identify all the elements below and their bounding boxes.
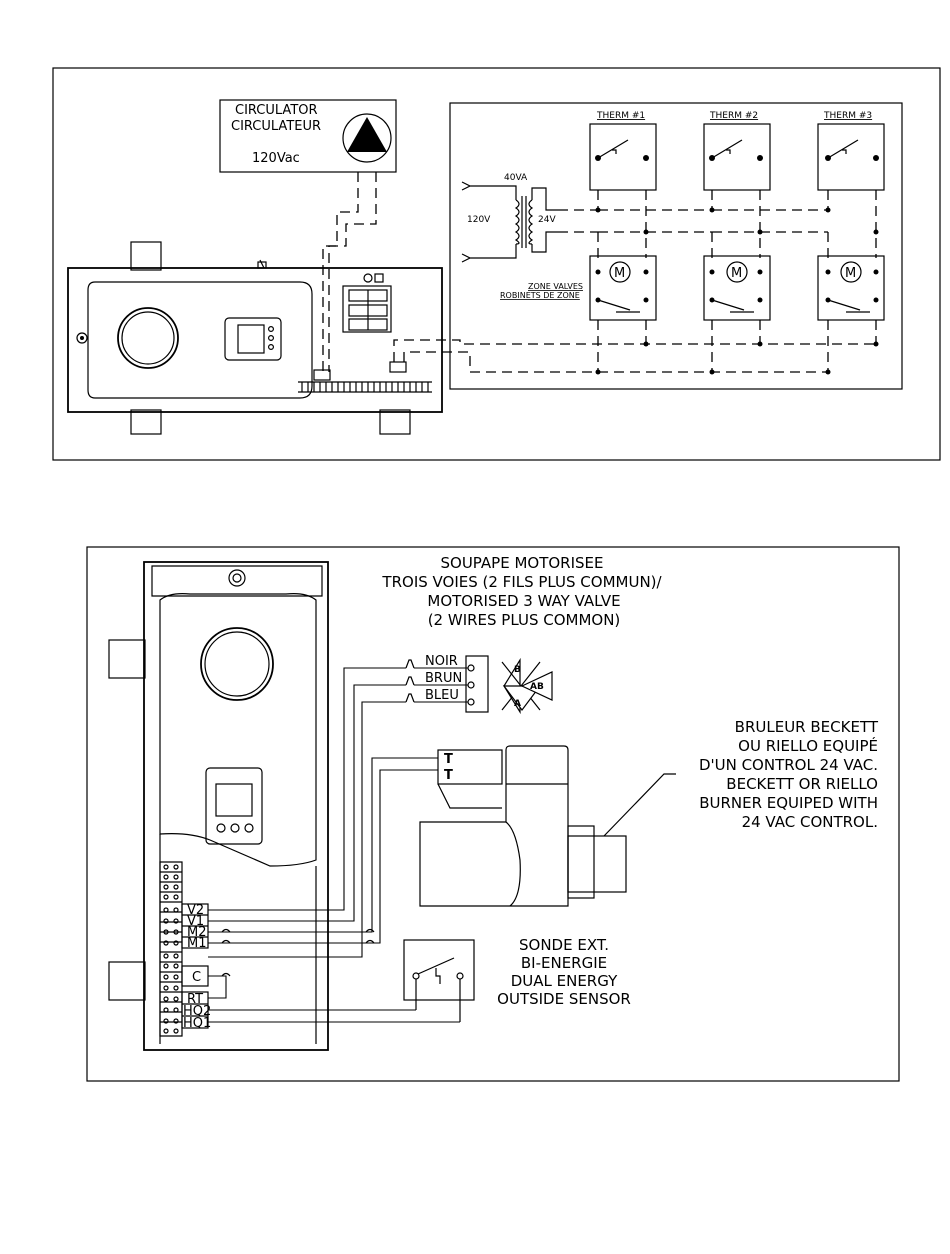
zone-valve-2: M — [703, 255, 771, 321]
zone-valve-1-motor: M — [614, 266, 625, 281]
top-wiring-diagram: CIRCULATOR CIRCULATEUR 120Vac — [52, 67, 941, 461]
therm-2-label: THERM #2 — [709, 111, 758, 121]
sensor-text-2: BI-ENERGIE — [521, 954, 607, 972]
burner: T T — [419, 745, 627, 907]
circulator-box: CIRCULATOR CIRCULATEUR 120Vac — [219, 99, 397, 173]
valve-title-4: (2 WIRES PLUS COMMON) — [428, 611, 621, 629]
thermostat-2: THERM #2 — [703, 111, 771, 191]
terminal-hq1: HQ1 — [183, 1016, 211, 1031]
pump-icon — [342, 113, 392, 163]
bottom-diagram-frame — [86, 546, 900, 1082]
valve-port-b: B — [514, 665, 521, 675]
sensor-text-1: SONDE EXT. — [519, 936, 609, 954]
valve-port-a: A — [514, 699, 521, 709]
bottom-wiring-diagram: V2 V1 M2 M1 C RT HQ2 HQ1 SOUPAPE MOTORIS… — [86, 546, 900, 1082]
therm-1-label: THERM #1 — [596, 111, 645, 121]
terminal-v2: V2 — [187, 903, 204, 918]
circulator-label-fr: CIRCULATEUR — [231, 119, 321, 134]
display-panel-top — [224, 317, 282, 361]
circulator-voltage-label: 120Vac — [252, 151, 300, 166]
outside-sensor-switch — [403, 939, 475, 1022]
burner-text-3: D'UN CONTROL 24 VAC. — [699, 756, 878, 774]
zone-valve-1: M — [589, 255, 657, 321]
burner-terminal-1: T — [444, 752, 453, 767]
terminal-m1: M1 — [187, 936, 207, 951]
burner-terminal-2: T — [444, 768, 453, 783]
sensor-text-3: DUAL ENERGY — [511, 972, 618, 990]
zone-valve-3-motor: M — [845, 266, 856, 281]
boiler-unit-top — [67, 241, 443, 435]
terminal-hq2: HQ2 — [183, 1004, 211, 1019]
valve-port-ab: AB — [530, 682, 544, 692]
zone-valve-3: M — [817, 255, 885, 321]
transformer: 40VA 120V 24V — [461, 173, 558, 263]
vent-icon-top — [76, 332, 88, 344]
sensor-text-4: OUTSIDE SENSOR — [497, 990, 631, 1008]
burner-text-1: BRULEUR BECKETT — [735, 718, 879, 736]
burner-text-6: 24 VAC CONTROL. — [742, 813, 878, 831]
burner-text-5: BURNER EQUIPED WITH — [699, 794, 878, 812]
boiler-unit-bottom: V2 V1 M2 M1 C RT HQ2 HQ1 — [108, 561, 329, 1051]
thermostat-1: THERM #1 — [589, 111, 657, 191]
burner-text-2: OU RIELLO EQUIPÉ — [738, 736, 878, 755]
display-panel-bottom — [205, 767, 263, 845]
circulator-label-en: CIRCULATOR — [235, 103, 318, 118]
burner-text-4: BECKETT OR RIELLO — [726, 775, 878, 793]
therm-3-label: THERM #3 — [823, 111, 872, 121]
wire-noir-label: NOIR — [425, 654, 458, 669]
transformer-primary: 120V — [467, 215, 491, 225]
terminal-m2: M2 — [187, 925, 207, 940]
wire-brun-label: BRUN — [425, 671, 462, 686]
transformer-va: 40VA — [504, 173, 528, 183]
thermostat-3: THERM #3 — [817, 111, 885, 191]
terminal-c: C — [192, 970, 201, 985]
wire-bleu-label: BLEU — [425, 688, 459, 703]
vent-icon-bottom — [228, 569, 246, 587]
terminal-rt: RT — [187, 992, 203, 1007]
valve-title-2: TROIS VOIES (2 FILS PLUS COMMUN)/ — [381, 573, 662, 591]
transformer-secondary: 24V — [538, 215, 556, 225]
zone-panel-frame — [449, 102, 903, 390]
top-diagram-frame — [52, 67, 941, 461]
zone-valves-label-en: ZONE VALVES — [528, 282, 583, 291]
terminal-v1: V1 — [187, 914, 204, 929]
valve-title-1: SOUPAPE MOTORISEE — [441, 554, 604, 572]
zone-valve-2-motor: M — [731, 266, 742, 281]
valve-title-3: MOTORISED 3 WAY VALVE — [427, 592, 620, 610]
zone-valves-label-fr: ROBINETS DE ZONE — [500, 291, 580, 300]
three-way-valve: B AB A — [465, 655, 553, 715]
